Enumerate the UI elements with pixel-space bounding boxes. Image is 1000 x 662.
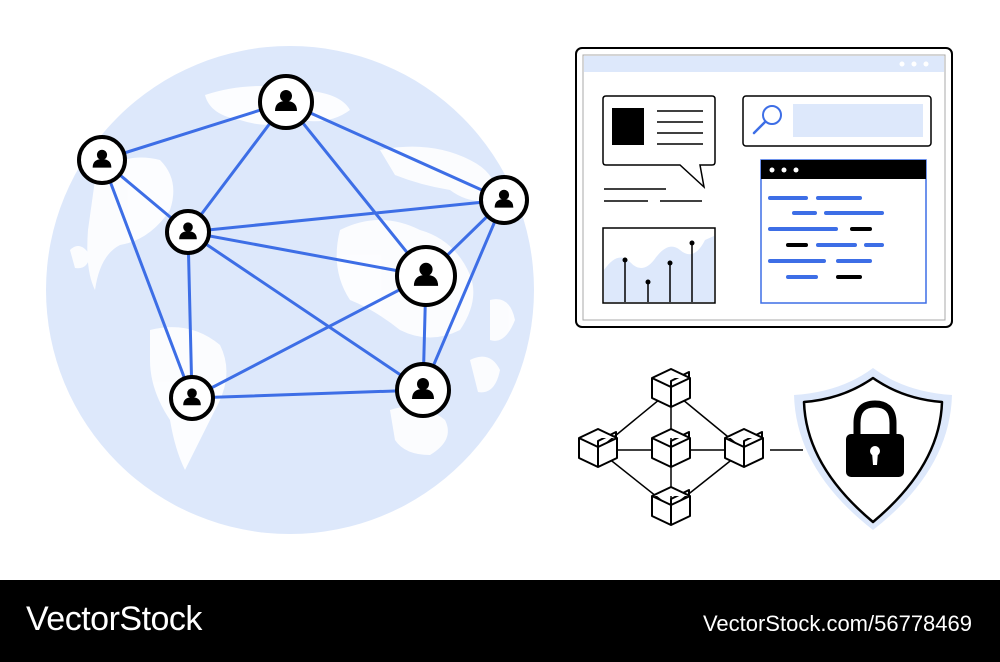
user-node [169,375,215,421]
blockchain-cube-icon [578,428,618,468]
mini-chart [602,227,716,304]
user-node [77,135,127,185]
blockchain-cube-icon [651,368,691,408]
footer-bar [0,580,1000,662]
footer-image-id: VectorStock.com/56778469 [702,611,972,636]
blockchain-cube-icon [651,428,691,468]
chat-bubble-icon [602,95,716,190]
user-node [258,74,314,130]
user-node [395,245,457,307]
search-icon [752,105,782,135]
shield-icon [794,368,952,530]
user-node [479,175,529,225]
footer-brand-logo: VectorStock [26,600,202,638]
blockchain-cube-icon [724,428,764,468]
code-window [760,159,927,304]
network-security-illustration [46,46,953,534]
blockchain-cube-icon [651,486,691,526]
blockchain-diagram [578,368,803,526]
user-node [165,209,211,255]
search-bar [742,95,932,147]
browser-window [575,47,953,328]
window-titlebar [584,56,944,72]
user-node [395,362,451,418]
lock-icon [846,400,904,477]
